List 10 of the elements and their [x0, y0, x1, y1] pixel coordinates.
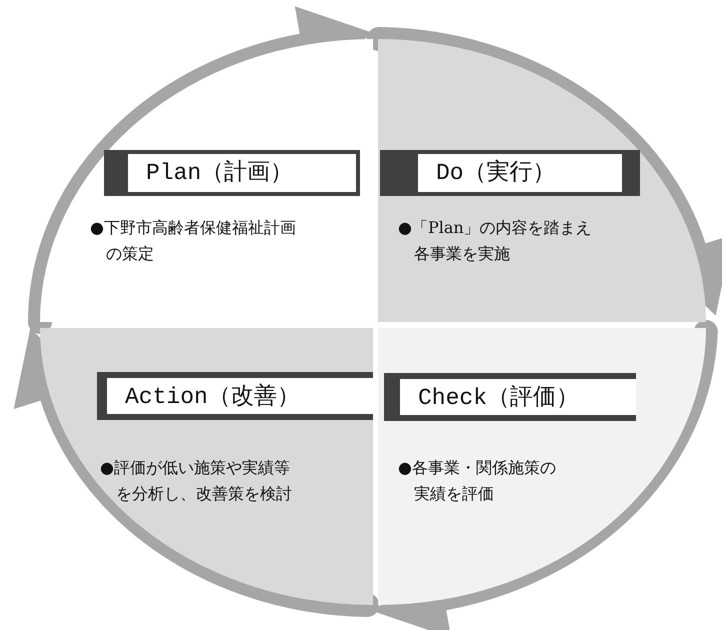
description-text: ●下野市高齢者保健福祉計画の策定 — [90, 217, 297, 265]
heading-text: Check（評価） — [400, 379, 636, 415]
heading-text: Do（実行） — [418, 154, 622, 192]
cycle-arrow — [28, 6, 372, 334]
description-text: ●「Plan」の内容を踏まえ各事業を実施 — [398, 217, 593, 265]
description-text: ●各事業・関係施策の実績を評価 — [398, 457, 557, 505]
heading-text: Action（改善） — [107, 378, 373, 414]
description-text: ●評価が低い施策や実績等を分析し、改善策を検討 — [100, 457, 293, 505]
quadrant-panel — [40, 39, 373, 322]
heading-text: Plan（計画） — [128, 154, 356, 192]
